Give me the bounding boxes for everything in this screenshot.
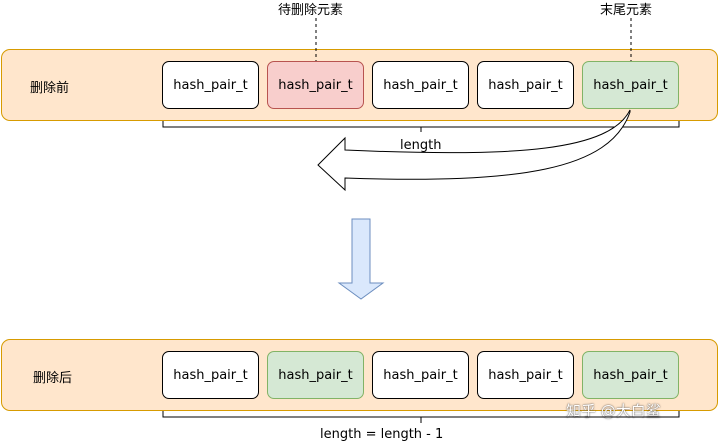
before-cell-4: hash_pair_t bbox=[477, 61, 574, 109]
after-cell-3: hash_pair_t bbox=[372, 351, 469, 399]
before-cell-5-tail: hash_pair_t bbox=[582, 61, 679, 109]
move-arrow bbox=[317, 109, 631, 192]
after-cell-1: hash_pair_t bbox=[162, 351, 259, 399]
watermark: 知乎 @大白鲨 bbox=[566, 402, 661, 420]
after-cell-4: hash_pair_t bbox=[477, 351, 574, 399]
length-before-brace bbox=[162, 121, 680, 132]
after-cell-2-moved-tail: hash_pair_t bbox=[267, 351, 364, 399]
down-arrow bbox=[337, 218, 385, 300]
before-label: 删除前 bbox=[30, 81, 70, 96]
before-cell-3: hash_pair_t bbox=[372, 61, 469, 109]
before-cell-2-to-delete: hash_pair_t bbox=[267, 61, 364, 109]
tail-label: 末尾元素 bbox=[600, 3, 653, 18]
length-after-brace bbox=[162, 411, 680, 423]
length-before-label: length bbox=[400, 138, 442, 153]
before-cell-1: hash_pair_t bbox=[162, 61, 259, 109]
to-delete-label: 待删除元素 bbox=[278, 3, 344, 18]
length-after-label: length = length - 1 bbox=[320, 427, 444, 442]
after-cell-5-tail: hash_pair_t bbox=[582, 351, 679, 399]
after-label: 删除后 bbox=[33, 371, 73, 386]
